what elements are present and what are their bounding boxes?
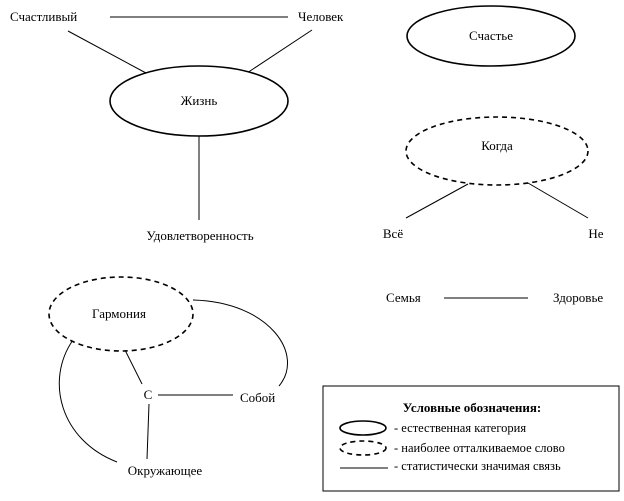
label-udovletvorennost: Удовлетворенность bbox=[146, 228, 253, 243]
legend-item-most-repelled-word: - наиболее отталкиваемое слово bbox=[394, 441, 565, 455]
edge-schastlivyy-zhizn bbox=[67, 30, 147, 74]
node-zhizn bbox=[109, 65, 289, 137]
label-semya: Семья bbox=[386, 290, 421, 305]
label-garmoniya: Гармония bbox=[92, 306, 146, 321]
edge-garmoniya-s bbox=[124, 349, 143, 385]
legend: Условные обозначения: - естественная кат… bbox=[322, 385, 620, 492]
node-garmoniya bbox=[48, 276, 194, 352]
edge-s-okruzhayushchee bbox=[146, 403, 150, 460]
edge-kogda-vsyo bbox=[405, 183, 469, 219]
edge-garmoniya-soboy bbox=[192, 299, 288, 387]
label-kogda: Когда bbox=[481, 138, 513, 153]
node-kogda bbox=[405, 116, 589, 186]
label-okruzhayushchee: Окружающее bbox=[128, 463, 203, 478]
label-ne: Не bbox=[588, 226, 603, 241]
legend-item-natural-category: - естественная категория bbox=[394, 421, 526, 435]
label-s: С bbox=[144, 387, 153, 402]
edge-garmoniya-okruzhayushchee bbox=[58, 339, 118, 463]
label-vsyo: Всё bbox=[383, 226, 403, 241]
legend-dashed-ellipse-icon bbox=[339, 440, 387, 456]
legend-title: Условные обозначения: bbox=[403, 400, 542, 415]
label-zhizn: Жизнь bbox=[181, 93, 218, 108]
legend-box bbox=[322, 385, 620, 492]
legend-solid-ellipse-icon bbox=[339, 420, 387, 436]
legend-item-significant-link: - статистически значимая связь bbox=[394, 459, 561, 473]
label-soboy: Собой bbox=[240, 390, 275, 405]
edge-kogda-ne bbox=[527, 182, 589, 219]
label-schastye: Счастье bbox=[469, 28, 513, 43]
label-zdorovye: Здоровье bbox=[553, 290, 603, 305]
label-schastlivyy: Счастливый bbox=[10, 9, 77, 24]
label-chelovek: Человек bbox=[298, 9, 344, 24]
node-schastye bbox=[406, 5, 576, 67]
edge-chelovek-zhizn bbox=[246, 29, 313, 74]
